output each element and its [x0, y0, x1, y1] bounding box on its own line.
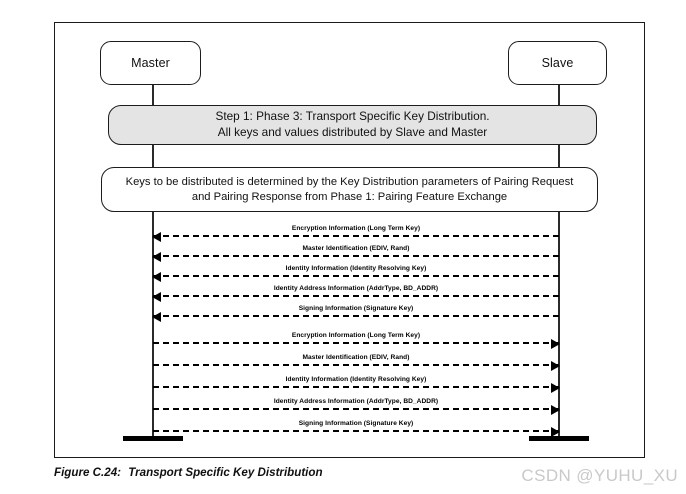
lifeline-foot-master — [123, 436, 183, 441]
message-line — [153, 408, 559, 410]
key-distribution-note-line-1: Keys to be distributed is determined by … — [125, 175, 574, 188]
message-line — [153, 342, 559, 344]
actor-box-master[interactable]: Master — [100, 41, 201, 85]
figure-caption: Figure C.24: Transport Specific Key Dist… — [54, 466, 323, 479]
message-line — [153, 364, 559, 366]
message-line — [153, 315, 559, 317]
message-line — [153, 386, 559, 388]
message-line — [153, 235, 559, 237]
message-line — [153, 430, 559, 432]
message-label: Identity Address Information (AddrType, … — [273, 398, 439, 405]
arrow-head-right-icon — [551, 426, 560, 437]
arrow-head-left-icon — [152, 271, 161, 282]
message-label: Identity Address Information (AddrType, … — [273, 285, 439, 292]
message-row[interactable]: Encryption Information (Long Term Key) — [153, 328, 560, 349]
message-row[interactable]: Encryption Information (Long Term Key) — [152, 221, 559, 242]
figure-caption-title: Transport Specific Key Distribution — [128, 466, 323, 479]
actor-label-master: Master — [131, 56, 170, 70]
message-line — [153, 275, 559, 277]
arrow-head-left-icon — [152, 291, 161, 302]
arrow-head-right-icon — [551, 360, 560, 371]
sequence-diagram: Master Slave Step 1: Phase 3: Transport … — [55, 23, 644, 457]
arrow-head-right-icon — [551, 338, 560, 349]
message-label: Encryption Information (Long Term Key) — [291, 332, 421, 339]
arrow-head-right-icon — [551, 404, 560, 415]
arrow-head-left-icon — [152, 251, 161, 262]
message-label: Signing Information (Signature Key) — [298, 420, 414, 427]
arrow-head-left-icon — [152, 231, 161, 242]
step-banner: Step 1: Phase 3: Transport Specific Key … — [108, 105, 597, 145]
message-label: Identity Information (Identity Resolving… — [285, 376, 427, 383]
watermark: CSDN @YUHU_XU — [521, 466, 678, 485]
message-row[interactable]: Identity Address Information (AddrType, … — [153, 394, 560, 415]
step-banner-line-2: All keys and values distributed by Slave… — [217, 125, 488, 139]
message-row[interactable]: Identity Information (Identity Resolving… — [153, 372, 560, 393]
lifeline-slave — [558, 81, 560, 439]
message-label: Master Identification (EDIV, Rand) — [302, 245, 410, 252]
arrow-head-left-icon — [152, 311, 161, 322]
actor-box-slave[interactable]: Slave — [508, 41, 607, 85]
message-label: Identity Information (Identity Resolving… — [285, 265, 427, 272]
figure-frame: Master Slave Step 1: Phase 3: Transport … — [54, 22, 645, 458]
key-distribution-note-line-2: and Pairing Response from Phase 1: Pairi… — [191, 190, 508, 203]
message-row[interactable]: Master Identification (EDIV, Rand) — [152, 241, 559, 262]
message-label: Master Identification (EDIV, Rand) — [302, 354, 410, 361]
message-row[interactable]: Master Identification (EDIV, Rand) — [153, 350, 560, 371]
actor-label-slave: Slave — [541, 56, 574, 70]
key-distribution-note: Keys to be distributed is determined by … — [101, 167, 598, 212]
message-line — [153, 295, 559, 297]
message-label: Signing Information (Signature Key) — [298, 305, 414, 312]
message-row[interactable]: Signing Information (Signature Key) — [152, 301, 559, 322]
message-label: Encryption Information (Long Term Key) — [291, 225, 421, 232]
message-row[interactable]: Identity Information (Identity Resolving… — [152, 261, 559, 282]
message-row[interactable]: Identity Address Information (AddrType, … — [152, 281, 559, 302]
arrow-head-right-icon — [551, 382, 560, 393]
step-banner-line-1: Step 1: Phase 3: Transport Specific Key … — [215, 109, 490, 124]
figure-caption-number: Figure C.24: — [54, 466, 121, 479]
message-line — [153, 255, 559, 257]
message-row[interactable]: Signing Information (Signature Key) — [153, 416, 560, 437]
lifeline-foot-slave — [529, 436, 589, 441]
